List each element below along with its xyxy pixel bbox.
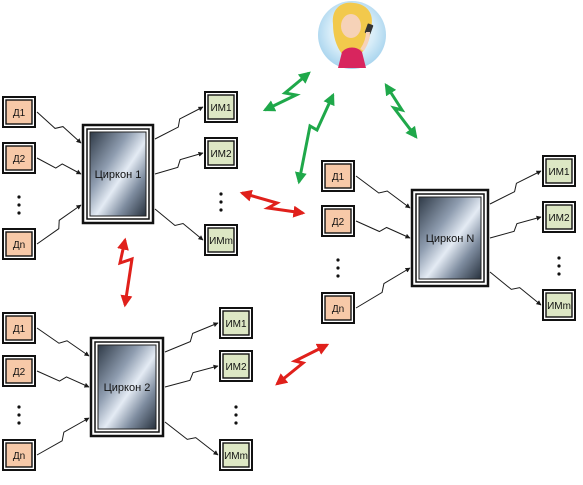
actuator-box-label: ИМ2 — [210, 149, 232, 160]
actuator-box-label: ИМ1 — [548, 167, 570, 178]
actuator-box-label: ИМm — [209, 236, 233, 247]
actuator-link — [489, 271, 542, 306]
actuator-link — [154, 208, 204, 241]
actuator-link — [489, 170, 542, 205]
sensor-link — [36, 417, 90, 456]
actuator-box-label: ИМm — [547, 301, 571, 312]
actuator-box-label: ИМ2 — [548, 213, 570, 224]
actuator-box: ИМm — [542, 289, 576, 321]
actuator-ellipsis — [557, 256, 561, 276]
actuator-ellipsis — [234, 405, 238, 425]
sensor-box-label: Д2 — [13, 154, 26, 165]
sensor-ellipsis — [17, 405, 21, 425]
actuator-ellipsis — [219, 192, 223, 212]
sensor-box: Дn — [2, 439, 36, 471]
actuator-box: ИМ2 — [204, 137, 238, 169]
sensor-link — [36, 157, 82, 175]
sensor-box-label: Д1 — [332, 172, 345, 183]
woman-with-phone-icon — [318, 1, 386, 69]
sensor-ellipsis — [336, 258, 340, 278]
link-c2-cn — [275, 343, 330, 386]
sensor-link — [36, 370, 90, 388]
actuator-link — [154, 151, 204, 175]
actuator-link — [164, 421, 219, 456]
controller-label: Циркон 2 — [104, 382, 151, 394]
actuator-link — [164, 322, 219, 353]
sensor-link — [355, 220, 411, 239]
sensor-link — [355, 267, 411, 309]
actuator-box: ИМ2 — [219, 350, 253, 382]
actuator-box: ИМ1 — [204, 91, 238, 123]
sensor-box-label: Дn — [332, 304, 344, 315]
sensor-box: Дn — [321, 292, 355, 324]
link-user-cn-sensors — [294, 92, 335, 185]
link-c1-cn — [239, 189, 306, 218]
actuator-box: ИМ1 — [219, 307, 253, 339]
link-c1-c2 — [117, 237, 134, 308]
sensor-box: Дn — [2, 228, 36, 260]
sensor-link — [36, 204, 82, 245]
controller-c2: Циркон 2 — [89, 336, 165, 438]
actuator-box-label: ИМ1 — [225, 319, 247, 330]
sensor-box: Д1 — [2, 312, 36, 344]
sensor-box: Д2 — [2, 355, 36, 387]
controller-c1: Циркон 1 — [81, 123, 155, 225]
sensor-box-label: Д1 — [13, 324, 26, 335]
actuator-link — [154, 106, 204, 140]
actuator-link — [164, 364, 219, 388]
sensor-box-label: Дn — [13, 451, 25, 462]
actuator-box-label: ИМ1 — [210, 103, 232, 114]
sensor-link — [36, 327, 90, 357]
sensor-box: Д1 — [2, 96, 36, 128]
actuator-box-label: ИМm — [224, 451, 248, 462]
controller-cn: Циркон N — [410, 188, 490, 288]
sensor-box: Д1 — [321, 160, 355, 192]
sensor-box-label: Д1 — [13, 108, 26, 119]
actuator-box: ИМ1 — [542, 155, 576, 187]
link-user-c1 — [262, 71, 311, 112]
actuator-box: ИМm — [219, 439, 253, 471]
sensor-link — [36, 111, 82, 144]
sensor-box: Д2 — [321, 205, 355, 237]
sensor-box-label: Дn — [13, 240, 25, 251]
sensor-box: Д2 — [2, 142, 36, 174]
controller-label: Циркон 1 — [95, 169, 142, 181]
actuator-box: ИМ2 — [542, 201, 576, 233]
actuator-box: ИМm — [204, 224, 238, 256]
link-user-cn — [384, 82, 418, 139]
controller-label: Циркон N — [426, 233, 475, 245]
sensor-box-label: Д2 — [332, 217, 345, 228]
actuator-link — [489, 215, 542, 239]
sensor-link — [355, 175, 411, 209]
user-avatar — [318, 1, 386, 69]
sensor-ellipsis — [17, 195, 21, 215]
sensor-box-label: Д2 — [13, 367, 26, 378]
actuator-box-label: ИМ2 — [225, 362, 247, 373]
